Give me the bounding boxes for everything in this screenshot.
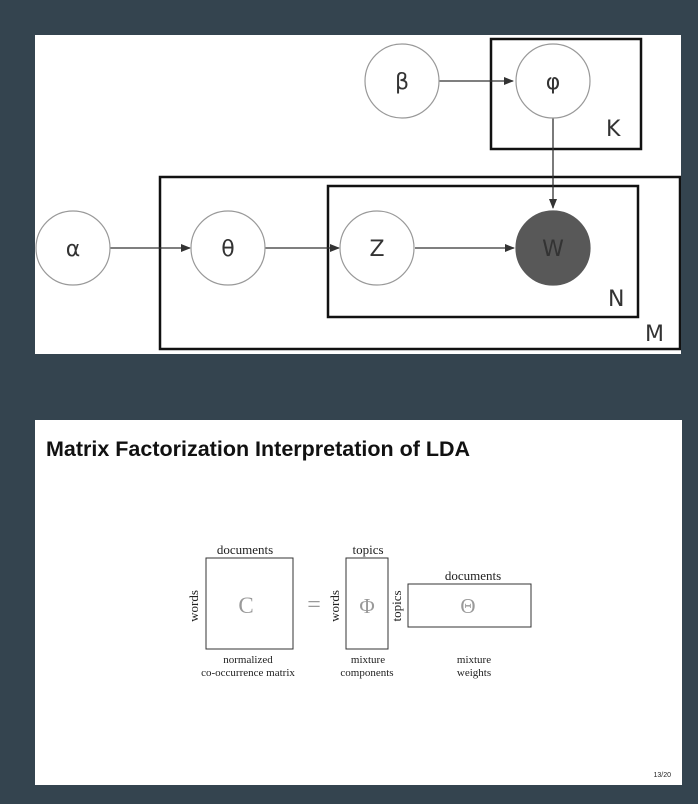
theta-caption-line1: mixture (457, 654, 491, 666)
phi-node (515, 43, 591, 119)
theta-label: θ (221, 237, 234, 262)
c-caption-line1: normalized (223, 654, 273, 666)
c-side-label: words (186, 590, 201, 622)
c-matrix-box (205, 557, 294, 650)
theta-caption-line2: weights (457, 667, 491, 679)
phi-top-label: topics (352, 542, 383, 557)
alpha-node (35, 210, 111, 286)
phi-label: φ (546, 70, 561, 95)
page-number: 13/20 (653, 772, 671, 779)
beta-label: β (395, 70, 409, 95)
phi-symbol: Φ (359, 594, 374, 618)
c-caption-line2: co-occurrence matrix (201, 667, 295, 679)
topic-plate (489, 37, 643, 151)
alpha-label: α (66, 237, 81, 262)
theta-matrix-box (407, 583, 532, 628)
c-top-label: documents (217, 542, 273, 557)
topic-plate-label: K (606, 117, 621, 142)
slide-panel: Matrix Factorization Interpretation of L… (35, 420, 682, 785)
plate-diagram-canvas: β φ α θ Z W K N M (35, 37, 681, 351)
w-label: W (542, 237, 564, 262)
phi-caption-line2: components (340, 667, 393, 679)
theta-top-label: documents (445, 568, 501, 583)
z-label: Z (369, 237, 384, 262)
equals-sign: = (307, 592, 321, 618)
beta-node (364, 43, 440, 119)
c-symbol: C (238, 593, 253, 618)
lda-plate-diagram: β φ α θ Z W K N M (35, 35, 681, 354)
matrix-factorization-figure: documents words C normalized co-occurren… (186, 542, 532, 679)
word-plate (326, 184, 640, 319)
w-node-observed (515, 210, 591, 286)
document-plate (158, 175, 681, 351)
theta-symbol: Θ (460, 594, 475, 618)
phi-side-label: words (327, 590, 342, 622)
theta-node (190, 210, 266, 286)
document-plate-label: M (645, 322, 664, 347)
z-node (339, 210, 415, 286)
word-plate-label: N (608, 287, 624, 312)
phi-caption-line1: mixture (351, 654, 385, 666)
phi-matrix-box (345, 557, 389, 650)
slide-title: Matrix Factorization Interpretation of L… (46, 437, 471, 461)
theta-side-label: topics (389, 590, 404, 621)
